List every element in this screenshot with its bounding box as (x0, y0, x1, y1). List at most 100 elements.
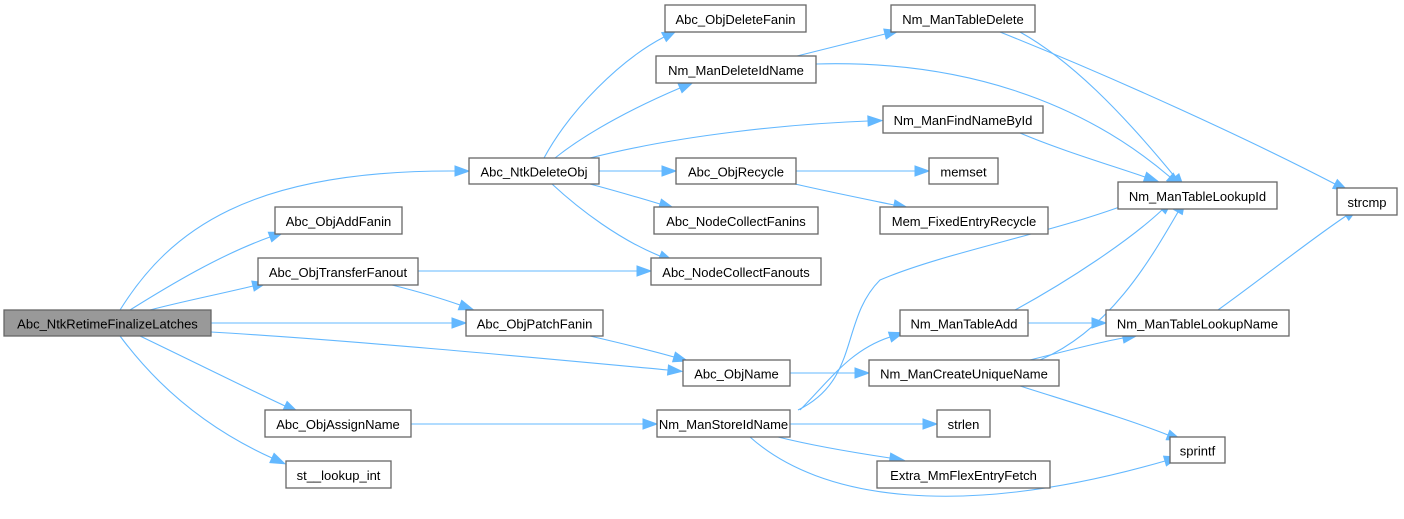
node-box[interactable] (655, 55, 817, 84)
node-sprintf[interactable]: sprintf (1169, 436, 1226, 464)
node-tabdel[interactable]: Nm_ManTableDelete (890, 4, 1036, 33)
node-colfanins[interactable]: Abc_NodeCollectFanins (653, 206, 819, 235)
node-memfixed[interactable]: Mem_FixedEntryRecycle (879, 206, 1049, 235)
node-strcmp[interactable]: strcmp (1336, 187, 1398, 216)
node-box[interactable] (1169, 436, 1226, 464)
node-box[interactable] (264, 409, 412, 438)
node-box[interactable] (928, 157, 999, 185)
node-nmdelid[interactable]: Nm_ManDeleteIdName (655, 55, 817, 84)
node-label[interactable]: Abc_NodeCollectFanouts (662, 265, 810, 280)
node-label[interactable]: Nm_ManTableLookupId (1129, 189, 1266, 204)
node-label[interactable]: Nm_ManDeleteIdName (668, 63, 804, 78)
node-box[interactable] (936, 409, 991, 438)
node-flexfetch[interactable]: Extra_MmFlexEntryFetch (876, 460, 1051, 489)
edge-line (589, 120, 869, 159)
node-box[interactable] (890, 4, 1036, 33)
node-label[interactable]: Abc_ObjAddFanin (286, 214, 392, 229)
node-box[interactable] (682, 359, 791, 387)
node-objname[interactable]: Abc_ObjName (682, 359, 791, 387)
edge-xferfanout-to-colfanouts (418, 265, 653, 277)
node-label[interactable]: sprintf (1180, 444, 1216, 459)
node-patchfanin[interactable]: Abc_ObjPatchFanin (465, 309, 604, 337)
node-box[interactable] (882, 105, 1044, 134)
node-box[interactable] (675, 157, 797, 185)
arrowhead-icon (914, 165, 931, 177)
node-memset[interactable]: memset (928, 157, 999, 185)
edge-recycle-to-memfixed (794, 183, 910, 211)
node-box[interactable] (868, 359, 1060, 387)
node-stlookup[interactable]: st__lookup_int (285, 460, 392, 489)
arrowhead-icon (457, 299, 475, 311)
node-storeid[interactable]: Nm_ManStoreIdName (656, 409, 791, 438)
arrowhead-icon (1142, 171, 1160, 183)
node-label[interactable]: Extra_MmFlexEntryFetch (890, 468, 1037, 483)
node-lookupname[interactable]: Nm_ManTableLookupName (1105, 309, 1290, 337)
node-strlen[interactable]: strlen (936, 409, 991, 438)
edge-line (589, 335, 675, 358)
edge-line (1014, 209, 1163, 311)
node-box[interactable] (285, 460, 392, 489)
node-label[interactable]: Mem_FixedEntryRecycle (892, 214, 1037, 229)
node-label[interactable]: memset (940, 165, 987, 180)
node-label[interactable]: Nm_ManTableDelete (902, 12, 1023, 27)
node-box[interactable] (653, 206, 819, 235)
edge-line (1029, 337, 1124, 361)
node-label[interactable]: strcmp (1348, 195, 1387, 210)
node-box[interactable] (1336, 187, 1398, 216)
node-lookupid[interactable]: Nm_ManTableLookupId (1117, 181, 1278, 210)
arrowhead-icon (636, 265, 653, 277)
node-findname[interactable]: Nm_ManFindNameById (882, 105, 1044, 134)
node-root[interactable]: Abc_NtkRetimeFinalizeLatches (3, 309, 212, 337)
node-colfanouts[interactable]: Abc_NodeCollectFanouts (650, 257, 822, 286)
node-label[interactable]: Abc_NtkRetimeFinalizeLatches (17, 317, 198, 332)
edge-patchfanin-to-objname (589, 335, 689, 363)
node-uniq[interactable]: Nm_ManCreateUniqueName (868, 359, 1060, 387)
edge-line (999, 31, 1336, 185)
node-box[interactable] (1117, 181, 1278, 210)
node-box[interactable] (3, 309, 212, 337)
node-box[interactable] (664, 4, 807, 33)
node-xferfanout[interactable]: Abc_ObjTransferFanout (257, 257, 419, 286)
edge-storeid-to-flexfetch (777, 436, 906, 464)
edge-xferfanout-to-patchfanin (391, 284, 475, 311)
edge-line (1019, 31, 1176, 178)
edge-line (777, 436, 891, 459)
node-label[interactable]: Nm_ManFindNameById (894, 113, 1033, 128)
node-box[interactable] (656, 409, 791, 438)
node-label[interactable]: Abc_NtkDeleteObj (481, 165, 588, 180)
node-label[interactable]: Abc_ObjPatchFanin (477, 317, 593, 332)
node-label[interactable]: Abc_ObjTransferFanout (269, 265, 408, 280)
node-label[interactable]: st__lookup_int (297, 468, 381, 483)
node-recycle[interactable]: Abc_ObjRecycle (675, 157, 797, 185)
edge-ntkdel-to-nmdelid (554, 81, 695, 159)
node-assignname[interactable]: Abc_ObjAssignName (264, 409, 412, 438)
node-delfanin[interactable]: Abc_ObjDeleteFanin (664, 4, 807, 33)
edge-line (796, 33, 886, 57)
node-box[interactable] (465, 309, 604, 337)
arrowhead-icon (661, 165, 678, 177)
node-label[interactable]: Abc_ObjRecycle (688, 165, 784, 180)
node-label[interactable]: Abc_ObjDeleteFanin (676, 12, 796, 27)
node-box[interactable] (274, 206, 403, 235)
node-label[interactable]: Abc_NodeCollectFanins (666, 214, 806, 229)
node-label[interactable]: Nm_ManCreateUniqueName (880, 367, 1048, 382)
node-box[interactable] (650, 257, 822, 286)
node-box[interactable] (879, 206, 1049, 235)
edge-line (749, 436, 1166, 497)
node-label[interactable]: Nm_ManTableLookupName (1117, 317, 1278, 332)
node-label[interactable]: Abc_ObjAssignName (276, 417, 400, 432)
node-box[interactable] (876, 460, 1051, 489)
node-box[interactable] (899, 309, 1029, 337)
node-label[interactable]: Abc_ObjName (694, 367, 779, 382)
node-label[interactable]: strlen (948, 417, 980, 432)
node-ntkdel[interactable]: Abc_NtkDeleteObj (468, 157, 600, 185)
node-box[interactable] (257, 257, 419, 286)
node-label[interactable]: Nm_ManTableAdd (911, 317, 1018, 332)
node-tabadd[interactable]: Nm_ManTableAdd (899, 309, 1029, 337)
edge-ntkdel-to-recycle (599, 165, 678, 177)
node-box[interactable] (468, 157, 600, 185)
node-box[interactable] (1105, 309, 1290, 337)
edge-recycle-to-memset (796, 165, 931, 177)
node-addfanin[interactable]: Abc_ObjAddFanin (274, 206, 403, 235)
node-label[interactable]: Nm_ManStoreIdName (659, 417, 788, 432)
